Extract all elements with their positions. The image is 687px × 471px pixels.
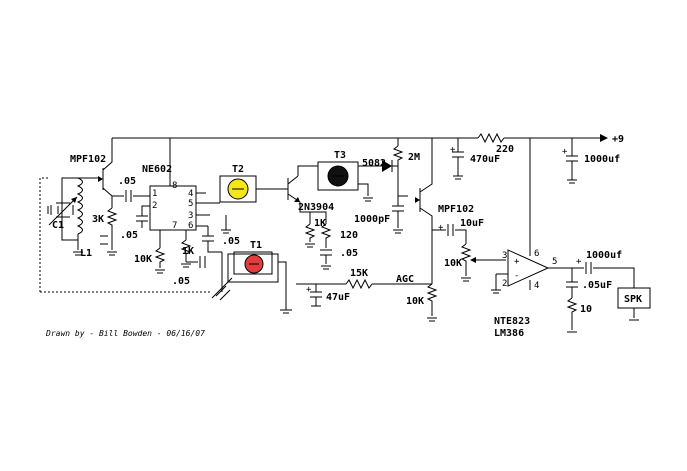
mpf102-right [415,138,467,244]
label-c1000b: 1000uf [586,250,622,261]
label-spk: SPK [624,294,642,305]
pin-ne-6: 6 [188,221,193,231]
label-plus9: +9 [612,134,624,145]
label-r1k-a: 1K [314,218,326,229]
label-t1: T1 [250,240,262,251]
tuned-circuit [39,177,212,293]
pin-ne-8: 8 [172,181,177,191]
pin-amp-3: 3 [502,251,507,261]
label-mpf102-left: MPF102 [70,154,106,165]
label-r10: 10 [580,304,592,315]
label-l1: L1 [80,248,92,259]
label-c1: C1 [52,220,64,231]
t2-transformer [219,175,288,203]
pin-amp-minus: - [514,271,519,281]
polarity-plus-1000b: + [576,257,582,267]
label-r1k-b: 1K [182,246,194,257]
label-agc: AGC [396,274,414,285]
pin-amp-5: 5 [552,257,557,267]
polarity-plus-10uf: + [438,223,444,233]
t3-transformer [297,161,380,196]
label-c05-a: .05 [118,176,136,187]
label-c05-b: .05 [120,230,138,241]
polarity-plus-470: + [450,145,456,155]
label-c10uf: 10uF [460,218,484,229]
label-t2: T2 [232,164,244,175]
drawing-credit: Drawn by - Bill Bowden - 06/16/07 [45,329,205,338]
label-r220: 220 [496,144,514,155]
polarity-plus-47uf: + [306,285,312,295]
t1-transformer [211,251,292,314]
pin-ne-4: 4 [188,189,193,199]
label-nte823: NTE823 [494,316,530,327]
volume-pot [460,243,506,282]
label-r3k: 3K [92,214,104,225]
ne602-chip [141,138,227,268]
pin-amp-4: 4 [534,281,539,291]
lm386-amplifier [491,138,635,333]
label-d5082: 5082 [362,158,386,169]
label-c05-e: .05 [222,236,240,247]
grounds [73,197,403,274]
label-c1000a: 1000uf [584,154,620,165]
label-r2m: 2M [408,152,420,163]
bypass-caps [136,208,148,228]
agc-line [296,238,438,322]
label-r120: 120 [340,230,358,241]
pin-ne-2: 2 [152,201,157,211]
transistor-2n3904 [287,175,332,264]
label-c470: 470uF [470,154,500,165]
label-c05-c: .05 [340,248,358,259]
label-lm386: LM386 [494,328,524,339]
label-c05-d: .05 [172,276,190,287]
label-mpf102-right: MPF102 [438,204,474,215]
label-t3: T3 [334,150,346,161]
label-r10k-c: 10K [406,296,424,307]
pin-ne-7: 7 [172,221,177,231]
pin-amp-6: 6 [534,249,539,259]
label-2n3904: 2N3904 [298,202,334,213]
label-ne602: NE602 [142,164,172,175]
pin-ne-5: 5 [188,199,193,209]
cap-470uf [452,138,464,180]
mpf102-left [98,138,150,250]
speaker [617,287,651,321]
label-c47uf: 47uF [326,292,350,303]
label-c05uf: .05uF [582,280,612,291]
polarity-plus-1000a: + [562,147,568,157]
pin-amp-plus: + [514,257,520,267]
label-r15k: 15K [350,268,368,279]
label-r10k-a: 10K [134,254,152,265]
supply-rail [112,132,608,144]
label-c1000pf: 1000pF [354,214,390,225]
detector-diode [380,138,408,228]
pin-ne-3: 3 [188,211,193,221]
pin-ne-1: 1 [152,189,157,199]
label-r10k-b: 10K [444,258,462,269]
cap-1000uf-supply [566,138,578,184]
pin-amp-2: 2 [502,279,507,289]
